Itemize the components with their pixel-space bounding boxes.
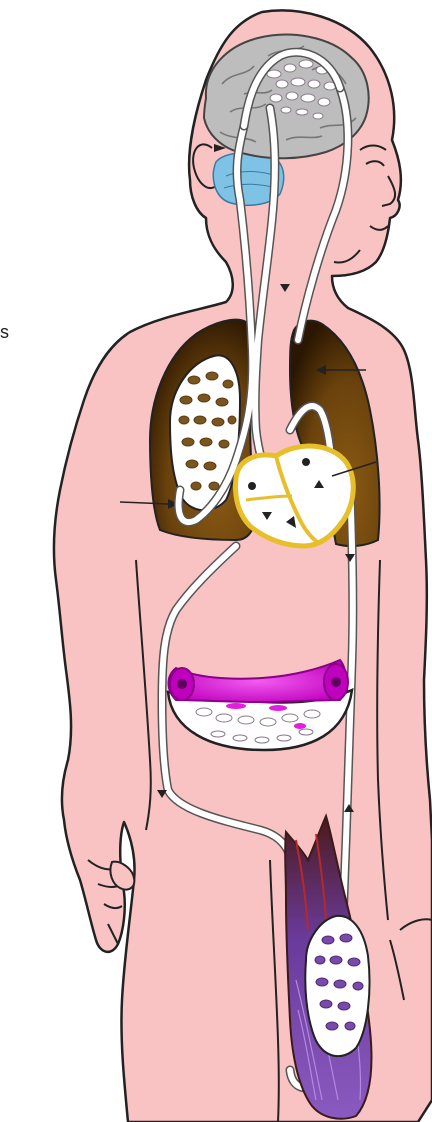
intestine-lumen-right — [331, 677, 341, 687]
heart-body — [236, 446, 354, 546]
intestine-lumen-left — [177, 679, 187, 689]
heart-valve-2 — [302, 458, 310, 466]
heart-valve-1 — [248, 482, 256, 490]
